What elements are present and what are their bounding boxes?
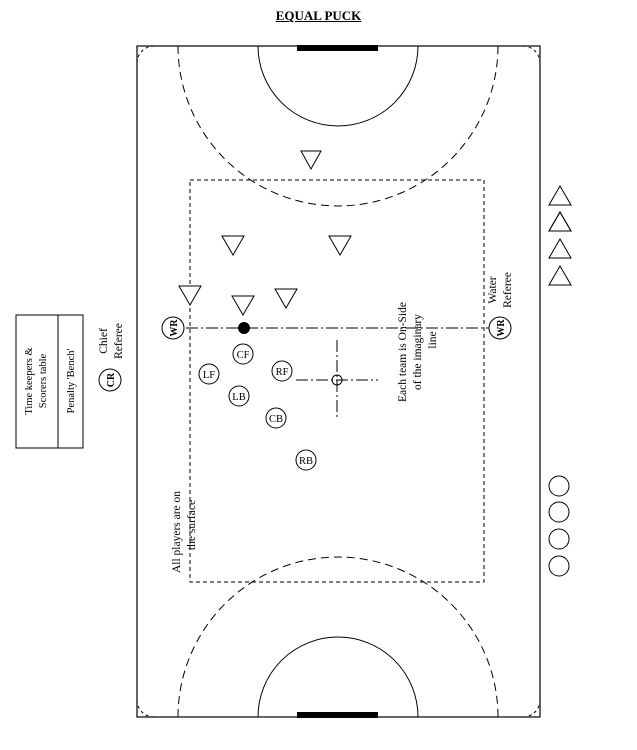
player-cb: CB xyxy=(265,407,287,429)
corner-arc-tr xyxy=(522,45,541,64)
goal-area-top-inner xyxy=(257,45,419,127)
onside-note-line2: of the imaginary xyxy=(412,314,424,390)
opponent-triangle-5 xyxy=(231,295,255,316)
central-zone xyxy=(189,179,485,583)
water-referee-label-1: Water xyxy=(487,276,499,303)
player-lf-label: LF xyxy=(203,370,215,381)
opponent-triangle-6 xyxy=(274,288,298,309)
chief-referee: CR xyxy=(98,368,122,392)
water-referee-label-2: Referee xyxy=(502,272,514,308)
center-spot xyxy=(331,374,343,386)
player-rf-label: RF xyxy=(276,367,289,378)
scorers-table-line1: Time keepers & xyxy=(24,347,35,414)
bench-circle-2 xyxy=(548,501,570,523)
bench-triangle-3 xyxy=(548,238,572,259)
bench-circle-3 xyxy=(548,528,570,550)
goal-top xyxy=(297,45,378,51)
water-referee-right-badge: WR xyxy=(496,319,507,337)
player-rb-label: RB xyxy=(299,456,313,467)
diagram-title: EQUAL PUCK xyxy=(275,8,362,23)
corner-arc-bl xyxy=(136,699,155,718)
opponent-triangle-1 xyxy=(300,150,322,171)
scorers-table: Time keepers & Scorers table Penalty 'Be… xyxy=(15,314,84,449)
bench-circle-1 xyxy=(548,475,570,497)
chief-referee-label-1: Chief xyxy=(98,328,110,354)
corner-arc-br xyxy=(522,699,541,718)
puck xyxy=(238,322,250,334)
surface-note-line2: the surface xyxy=(186,500,198,550)
chief-referee-label-2: Referee xyxy=(113,323,125,359)
opponent-triangle-3 xyxy=(328,235,352,256)
goal-area-top-outer xyxy=(177,45,499,207)
bench-circle-4 xyxy=(548,555,570,577)
scorers-table-line2: Scorers table xyxy=(38,353,49,408)
player-cf: CF xyxy=(232,343,254,365)
goal-bottom xyxy=(297,712,378,718)
pool-boundary xyxy=(136,45,541,718)
player-lf: LF xyxy=(198,363,220,385)
bench-triangle-2 xyxy=(548,211,572,232)
goal-area-bottom-inner xyxy=(257,636,419,718)
goal-area-bottom-outer xyxy=(177,556,499,718)
player-lb-label: LB xyxy=(232,392,245,403)
water-referee-left: WR xyxy=(161,316,185,340)
bench-triangle-1 xyxy=(548,185,572,206)
water-referee-right: WR xyxy=(488,316,512,340)
player-rf: RF xyxy=(271,360,293,382)
player-cb-label: CB xyxy=(269,414,283,425)
surface-note-line1: All players are on xyxy=(171,491,183,573)
opponent-triangle-4 xyxy=(178,285,202,306)
corner-arc-tl xyxy=(136,45,155,64)
player-cf-label: CF xyxy=(237,350,250,361)
water-referee-left-badge: WR xyxy=(169,319,180,337)
opponent-triangle-2 xyxy=(221,235,245,256)
bench-triangle-5 xyxy=(548,211,572,232)
player-rb: RB xyxy=(295,449,317,471)
bench-triangle-4 xyxy=(548,265,572,286)
penalty-bench-label: Penalty 'Bench' xyxy=(66,349,77,414)
onside-note-line1: Each team is On-Side xyxy=(397,302,409,402)
player-lb: LB xyxy=(228,385,250,407)
chief-referee-badge: CR xyxy=(106,372,117,387)
onside-note-line3: line xyxy=(427,331,439,348)
